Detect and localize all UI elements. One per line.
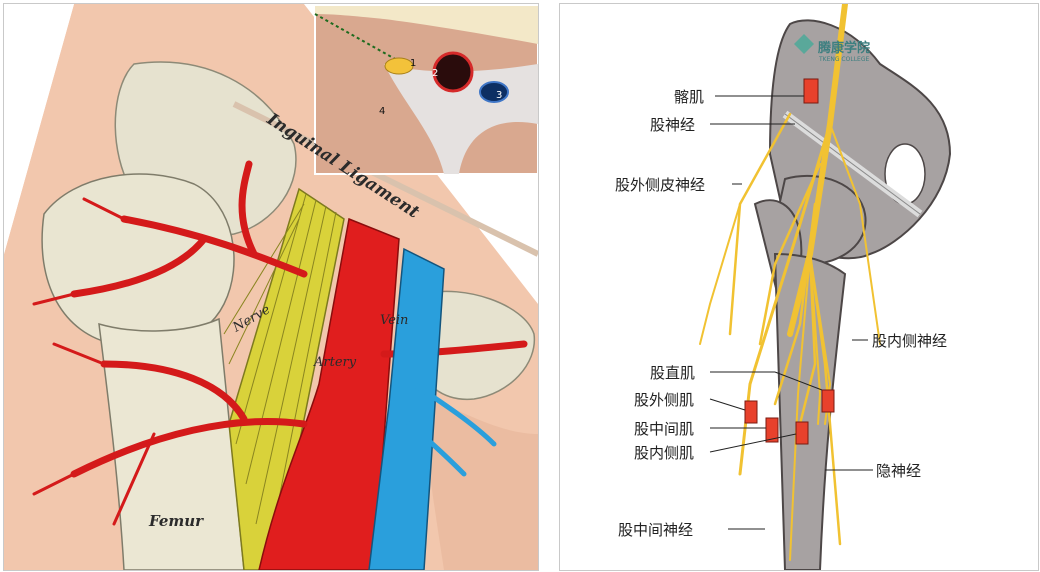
femoral-nerve-branches — [699, 4, 881, 561]
vastus-medialis-marker — [795, 421, 809, 445]
label-vastus-lateralis: 股外侧肌 — [634, 391, 694, 409]
vastus-lateralis-marker — [744, 400, 758, 424]
iliacus-marker — [803, 78, 819, 104]
inset-marker-1: 1 — [410, 58, 416, 69]
label-medial-nerve: 股内侧神经 — [872, 332, 947, 350]
inset-nerve — [384, 57, 414, 75]
femoral-anatomy-panel: 1 2 3 4 Inguinal Ligament Nerve Artery V… — [3, 3, 539, 571]
greater-trochanter — [41, 173, 235, 349]
inset-marker-2: 2 — [432, 68, 438, 79]
inset-artery — [432, 51, 474, 93]
inguinal-ligament — [232, 101, 538, 257]
vastus-intermedius-marker — [765, 417, 779, 443]
label-femoral-nerve: 股神经 — [650, 116, 695, 134]
inset-vein — [479, 81, 509, 103]
femur-shaft — [98, 317, 245, 570]
rectus-femoris-marker — [821, 389, 835, 413]
inset-marker-4: 4 — [379, 106, 385, 117]
femoral-nerve-diagram: 腾康学院 TKENG COLLEGE 髂肌 股神经 股外侧皮神经 股内侧神经 股… — [615, 4, 952, 570]
label-vastus-intermedius: 股中间肌 — [634, 420, 694, 438]
label-iliacus: 髂肌 — [674, 88, 704, 106]
femoral-artery — [258, 217, 400, 570]
tkeng-college-watermark: 腾康学院 TKENG COLLEGE — [794, 34, 870, 63]
watermark-title: 腾康学院 — [817, 40, 870, 56]
vein-label: Vein — [380, 313, 408, 328]
femoral-vein — [368, 247, 445, 570]
label-saphenous-nerve: 隐神经 — [876, 462, 921, 480]
inset-marker-3: 3 — [496, 90, 502, 101]
watermark-subtitle: TKENG COLLEGE — [818, 56, 869, 63]
femoral-nerve-diagram-panel: 腾康学院 TKENG COLLEGE 髂肌 股神经 股外侧皮神经 股内侧神经 股… — [559, 3, 1039, 571]
femoral-anatomy-illustration: 1 2 3 4 Inguinal Ligament Nerve Artery V… — [4, 4, 538, 570]
artery-label: Artery — [313, 355, 357, 370]
femoral-nerve-bundle — [228, 187, 345, 570]
tkeng-logo-icon — [794, 34, 814, 54]
label-vastus-medialis: 股内侧肌 — [634, 444, 694, 462]
label-rectus-femoris: 股直肌 — [650, 364, 695, 382]
label-lateral-cutaneous-nerve: 股外侧皮神经 — [615, 176, 705, 194]
femur-label: Femur — [148, 512, 204, 530]
cross-section-inset: 1 2 3 4 — [314, 5, 538, 175]
muscle-markers — [744, 78, 835, 445]
label-intermediate-nerve: 股中间神经 — [618, 521, 693, 539]
